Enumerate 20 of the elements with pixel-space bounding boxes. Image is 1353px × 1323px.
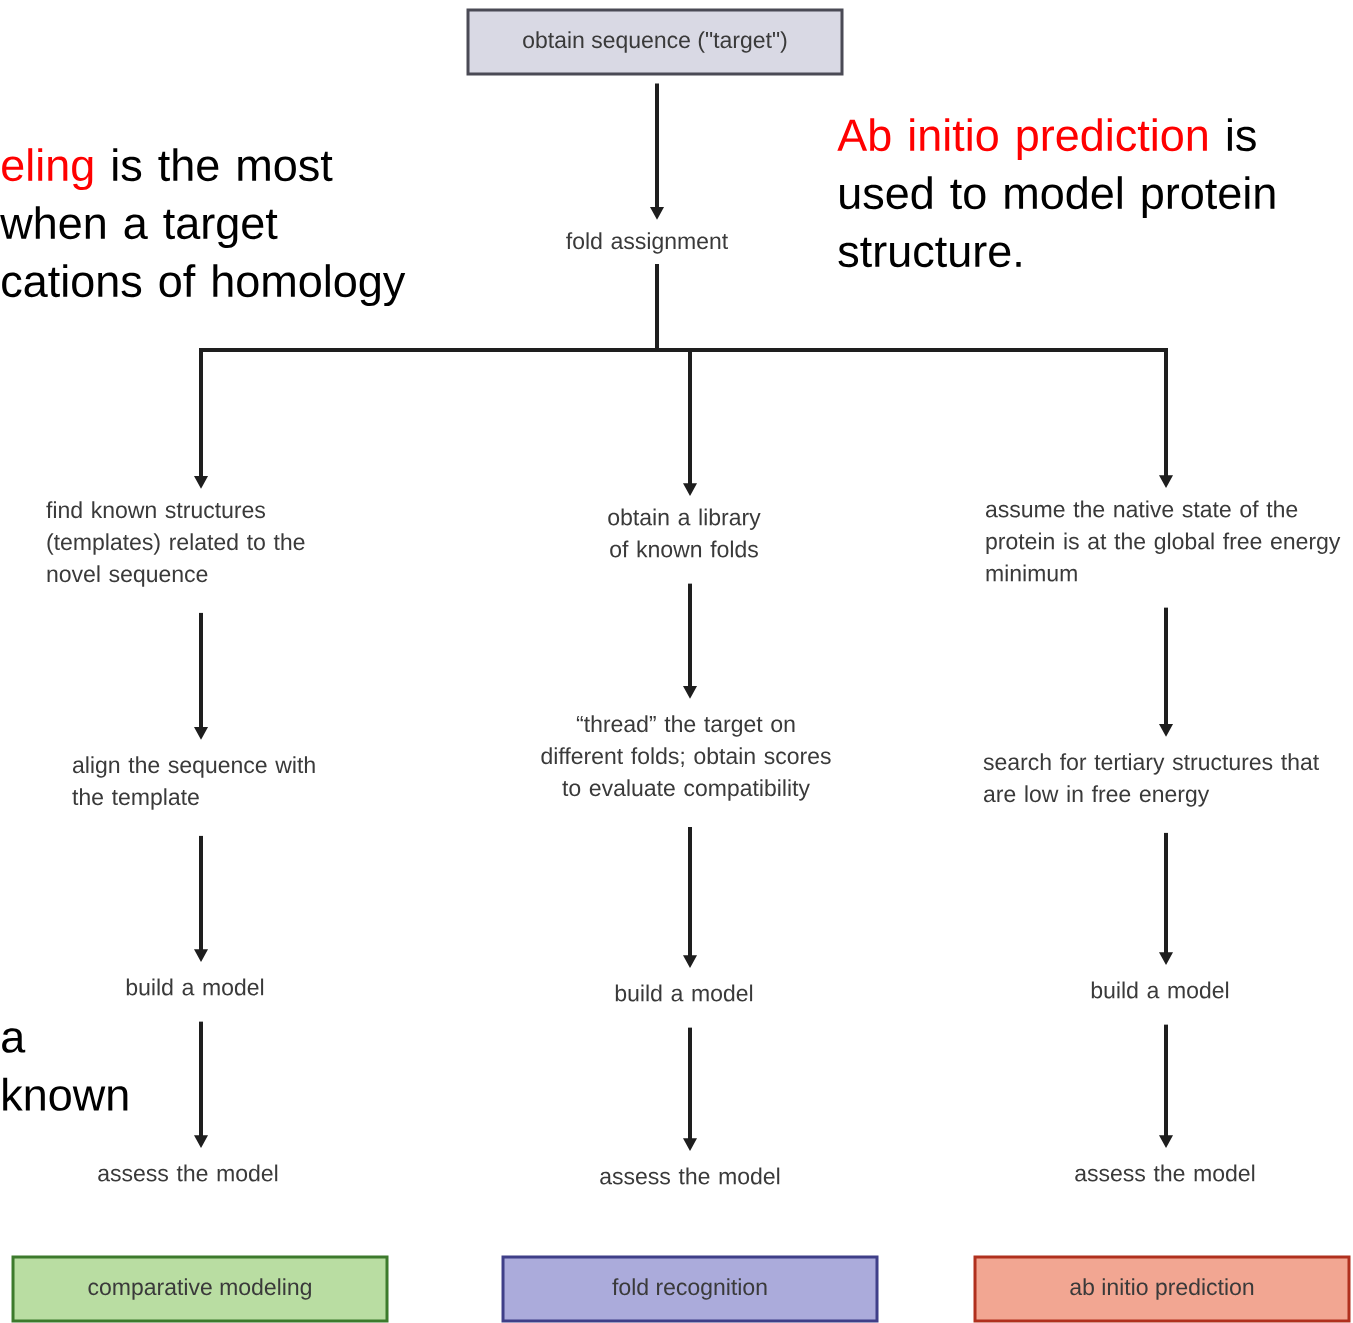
step-text: obtain a library of known folds [608,508,761,558]
note-text: eling is the most when a target cations of homology [0,148,406,307]
step-text: build a model [615,984,753,1002]
step-text: align the sequence with the template [72,756,315,810]
step-text: find known structures (templates) related to the novel sequence [46,501,305,587]
step-text: fold assignment [566,232,728,254]
note-text: Ab initio prediction is used to model protein structure. [837,118,1275,268]
step-text: assess the model [98,1164,278,1182]
step-text: build a model [1091,981,1229,999]
process-box: obtain sequence ("target") [466,8,844,76]
step-text: build a model [126,978,264,996]
step-text: assess the model [1075,1164,1255,1182]
step-text: assume the native state of the protein is at the global free energy minimum [986,500,1341,582]
step-text: search for tertiary structures that are low in free energy [983,753,1319,807]
method-box: fold recognition [501,1255,879,1323]
method-box: ab initio prediction [973,1255,1351,1323]
step-text: “thread” the target on different folds; obtain scores to evaluate compatibility [541,715,831,801]
step-text: assess the model [600,1167,780,1185]
method-box: comparative modeling [11,1255,389,1323]
note-text: a known [2,1028,128,1111]
